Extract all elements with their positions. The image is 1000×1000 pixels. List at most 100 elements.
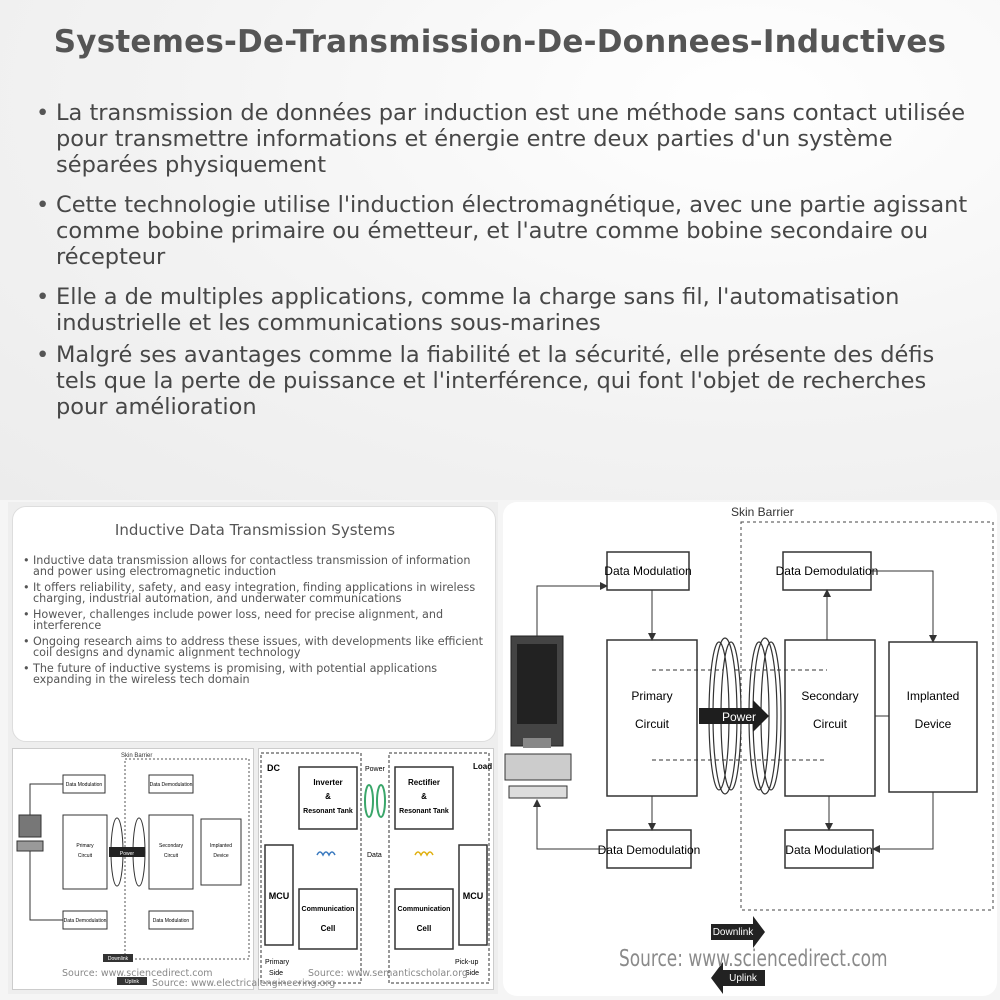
left-image-panel: Inductive Data Transmission Systems Indu… [8,502,498,994]
data-label: Data [367,852,382,859]
green-coil-icon [376,784,386,818]
summary-bullet: The future of inductive systems is promi… [23,663,489,685]
small-implanted-box [200,818,242,886]
inverter-box [298,766,358,830]
data-demodulation-label-2: Data Demodulation [598,843,701,857]
summary-bullet-list: Inductive data transmission allows for c… [23,555,489,690]
small-downlink-label: Downlink [108,956,129,962]
small-uplink-label: Uplink [125,979,139,985]
bullet-item: Cette technologie utilise l'induction él… [30,192,975,270]
small-keyboard-icon [16,840,44,852]
small-block-diagram-svg: Skin Barrier Data Modulation Data Demodu… [16,753,250,985]
primary-circuit-label: Circuit [635,717,670,731]
primary-circuit-box [606,639,698,797]
small-secondary-box [148,814,194,890]
small-secondary-circuit-label: Circuit [164,853,179,859]
right-source-caption: Source: www.sciencedirect.com [619,946,888,972]
block-diagram-svg: Skin Barrier Data Modulation Data Demodu… [504,505,994,994]
blue-coil-icon [316,851,336,857]
small-power-arrow [109,847,145,857]
implanted-label: Implanted [907,689,960,703]
rectifier-amp: & [421,792,427,801]
inverter-amp: & [325,792,331,801]
primary-side-box [260,752,362,984]
uplink-label: Uplink [729,973,758,984]
mcu-left-box [264,844,294,946]
page-title: Systemes-De-Transmission-De-Donnees-Indu… [53,24,947,60]
summary-bullet: Ongoing research aims to address these i… [23,636,489,658]
small-data-mod-box-2 [148,910,194,930]
power-arrow [699,700,769,732]
rectifier-tank-label: Resonant Tank [399,808,449,815]
yellow-coil-icon [414,851,434,857]
comm-left-label: Communication [302,906,355,913]
downlink-label: Downlink [713,927,755,938]
arrow-line [536,582,608,636]
secondary-side-box [388,752,490,984]
data-modulation-box [606,551,690,591]
small-data-mod-label-2: Data Modulation [153,918,190,924]
arrow-line [872,792,934,853]
small-power-label: Power [120,851,135,857]
data-modulation-label-2: Data Modulation [785,843,872,857]
comm-right-label: Communication [398,906,451,913]
circuit-diagram: DC Power Load Inverter & Resonant Tank R… [258,748,494,990]
downlink-arrow [711,916,765,948]
bullet-list: La transmission de données par induction… [30,100,975,434]
load-label: Load [473,762,492,771]
summary-bullet: It offers reliability, safety, and easy … [23,582,489,604]
comm-cell-right-box [394,888,454,950]
skin-barrier-label: Skin Barrier [731,505,794,519]
circuit-source-caption: Source: www.semanticscholar.org [308,968,468,979]
arrow-line [871,570,937,643]
block-diagram-panel: Skin Barrier Data Modulation Data Demodu… [503,502,997,996]
small-link-line [29,851,63,921]
small-implanted-label: Implanted [210,843,232,849]
small-data-demod-label-2: Data Demodulation [64,918,107,924]
small-data-modulation-label: Data Modulation [66,782,103,788]
data-demodulation-box-2 [606,829,692,869]
inverter-tank-label: Resonant Tank [303,808,353,815]
circuit-diagram-svg: DC Power Load Inverter & Resonant Tank R… [260,752,492,984]
bullet-item: Elle a de multiples applications, comme … [30,284,975,336]
cell-left-label: Cell [321,924,336,933]
summary-bullet: Inductive data transmission allows for c… [23,555,489,577]
data-demodulation-label: Data Demodulation [776,564,879,578]
small-secondary-label: Secondary [159,843,183,849]
data-modulation-box-2 [784,829,874,869]
small-source-caption: Source: www.sciencedirect.com [62,968,213,979]
device-label: Device [915,717,952,731]
small-data-demodulation-label: Data Demodulation [150,782,193,788]
small-primary-label: Primary [76,843,94,849]
secondary-circuit-label: Circuit [813,717,848,731]
secondary-label: Secondary [801,689,858,703]
primary-side-label: Primary [265,959,290,966]
power-label: Power [365,766,386,773]
data-modulation-label: Data Modulation [604,564,691,578]
small-computer-icon [18,814,42,838]
small-primary-circuit-label: Circuit [78,853,93,859]
bullet-item: La transmission de données par induction… [30,100,975,178]
summary-card-title: Inductive Data Transmission Systems [114,521,396,539]
small-skin-barrier-box [124,758,250,960]
implanted-device-box [888,641,978,793]
cell-right-label: Cell [417,924,432,933]
bullet-item: Malgré ses avantages comme la fiabilité … [30,342,975,420]
small-downlink-arrow [103,954,133,962]
green-coil-icon [364,784,374,818]
small-uplink-arrow [117,977,147,985]
comm-cell-left-box [298,888,358,950]
small-skin-barrier-label: Skin Barrier [121,753,152,759]
summary-bullet: However, challenges include power loss, … [23,609,489,631]
primary-side-label-2: Side [269,970,283,977]
arrow-line [533,799,607,850]
computer-icon [504,635,572,799]
summary-card: Inductive Data Transmission Systems Indu… [12,506,496,742]
small-link-line [29,783,63,815]
secondary-circuit-box [784,639,876,797]
primary-label: Primary [631,689,672,703]
pickup-label: Pick-up [455,959,478,966]
inverter-label: Inverter [313,778,342,787]
mcu-left-label: MCU [269,891,290,901]
mcu-right-label: MCU [463,891,484,901]
